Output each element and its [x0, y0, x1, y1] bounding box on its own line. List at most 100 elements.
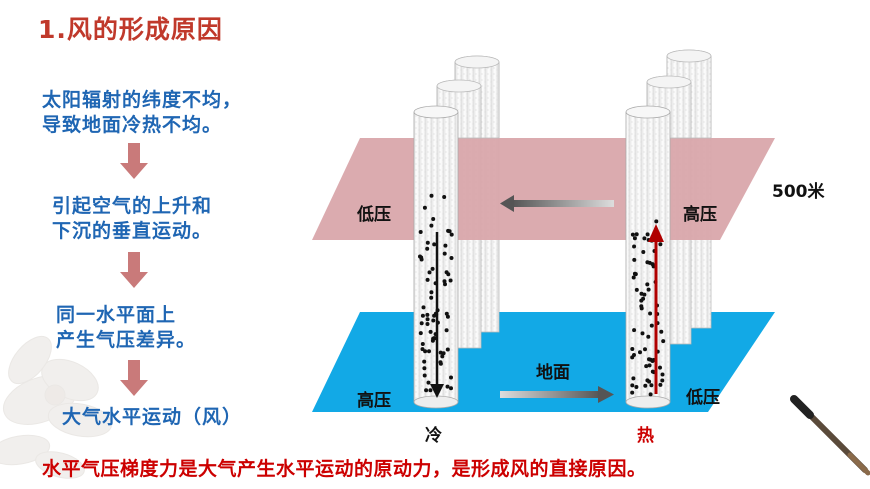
- air-particle: [444, 270, 449, 275]
- upper-right-pressure-label: 高压: [683, 204, 717, 225]
- air-particle: [631, 275, 636, 280]
- hot-column: [625, 105, 671, 409]
- air-particle: [631, 376, 636, 381]
- air-particle: [424, 388, 429, 393]
- air-particle: [639, 304, 644, 309]
- air-particle: [431, 217, 436, 221]
- air-particle: [630, 355, 635, 360]
- down-arrow-2: [120, 252, 148, 288]
- air-particle: [421, 305, 426, 310]
- air-particle: [449, 232, 454, 237]
- step-2-text: 引起空气的上升和 下沉的垂直运动。: [52, 194, 212, 244]
- air-particle: [632, 328, 637, 333]
- air-particle: [645, 282, 650, 287]
- air-particle: [643, 347, 647, 352]
- air-particle: [649, 323, 654, 328]
- air-particle: [438, 360, 443, 365]
- air-particle: [648, 392, 653, 397]
- air-particle: [442, 279, 447, 284]
- air-particle: [658, 242, 663, 247]
- air-particle: [634, 232, 639, 237]
- down-arrow-3: [120, 360, 148, 396]
- air-particle: [654, 219, 659, 224]
- result-text: 大气水平运动（风）: [62, 406, 243, 428]
- air-particle: [633, 272, 638, 277]
- hot-label: 热: [637, 425, 654, 446]
- air-particle: [645, 232, 650, 237]
- air-particle: [445, 347, 450, 352]
- air-particle: [429, 295, 434, 300]
- air-particle: [431, 318, 436, 323]
- air-particle: [658, 365, 662, 370]
- air-particle: [642, 292, 647, 297]
- air-particle: [443, 243, 448, 248]
- air-particle: [440, 354, 445, 359]
- air-particle: [650, 262, 655, 267]
- air-particle: [418, 331, 423, 336]
- air-particle: [445, 384, 450, 389]
- air-particle: [419, 321, 424, 326]
- air-particle: [632, 236, 637, 241]
- air-particle: [640, 331, 645, 336]
- air-particle: [442, 251, 447, 256]
- air-particle: [429, 290, 434, 295]
- air-particle: [426, 380, 431, 385]
- ground-label: 地面: [536, 362, 570, 383]
- air-particle: [638, 350, 642, 355]
- air-particle: [630, 347, 635, 351]
- air-particle: [641, 250, 646, 254]
- air-particle: [422, 359, 427, 364]
- air-particle: [447, 229, 452, 234]
- air-particle: [650, 369, 655, 374]
- upper-left-pressure-label: 低压: [356, 204, 391, 225]
- air-particle: [422, 205, 427, 210]
- air-particle: [648, 311, 653, 316]
- air-particle: [658, 382, 663, 387]
- air-particle: [422, 366, 427, 371]
- air-particle: [632, 257, 637, 262]
- air-particle: [660, 378, 665, 383]
- flower-decoration: [0, 335, 113, 479]
- step-3-line-2: 产生气压差异。: [56, 329, 197, 351]
- air-particle: [445, 314, 450, 319]
- air-particle: [432, 242, 437, 247]
- air-particle: [646, 287, 651, 292]
- page-title: 1.风的形成原因: [38, 15, 223, 44]
- air-particle: [420, 313, 425, 318]
- air-particle: [630, 383, 635, 388]
- down-arrow-1: [120, 143, 148, 179]
- step-2-line-2: 下沉的垂直运动。: [52, 220, 213, 242]
- air-particle: [442, 195, 447, 199]
- lower-right-pressure-label: 低压: [685, 387, 720, 408]
- cold-column: [413, 105, 459, 409]
- air-particle: [428, 388, 433, 393]
- ground-airflow-arrow: [500, 386, 614, 403]
- air-particle: [647, 357, 651, 362]
- air-particle: [634, 287, 639, 292]
- air-particle: [661, 339, 666, 344]
- air-particle: [430, 266, 435, 271]
- air-particle: [425, 277, 430, 282]
- air-particle: [425, 322, 430, 326]
- air-particle: [429, 193, 434, 198]
- air-particle: [630, 390, 635, 395]
- air-particle: [428, 329, 433, 334]
- air-particle: [448, 278, 453, 283]
- step-1-line-2: 导致地面冷热不均。: [42, 114, 223, 136]
- upper-airflow-arrow: [500, 195, 614, 212]
- air-particle: [444, 328, 449, 333]
- air-particle: [422, 373, 427, 378]
- cold-label: 冷: [425, 425, 442, 446]
- air-particle: [427, 349, 431, 354]
- height-label: 500米: [772, 181, 825, 202]
- air-particle: [630, 232, 635, 237]
- air-particle: [647, 363, 652, 368]
- air-particle: [425, 317, 430, 322]
- step-1-text: 太阳辐射的纬度不均， 导致地面冷热不均。: [42, 88, 242, 138]
- air-particle: [642, 236, 647, 241]
- air-particle: [644, 364, 649, 369]
- step-2-line-1: 引起空气的上升和: [52, 195, 213, 217]
- air-particle: [660, 372, 665, 377]
- air-particle: [632, 244, 637, 249]
